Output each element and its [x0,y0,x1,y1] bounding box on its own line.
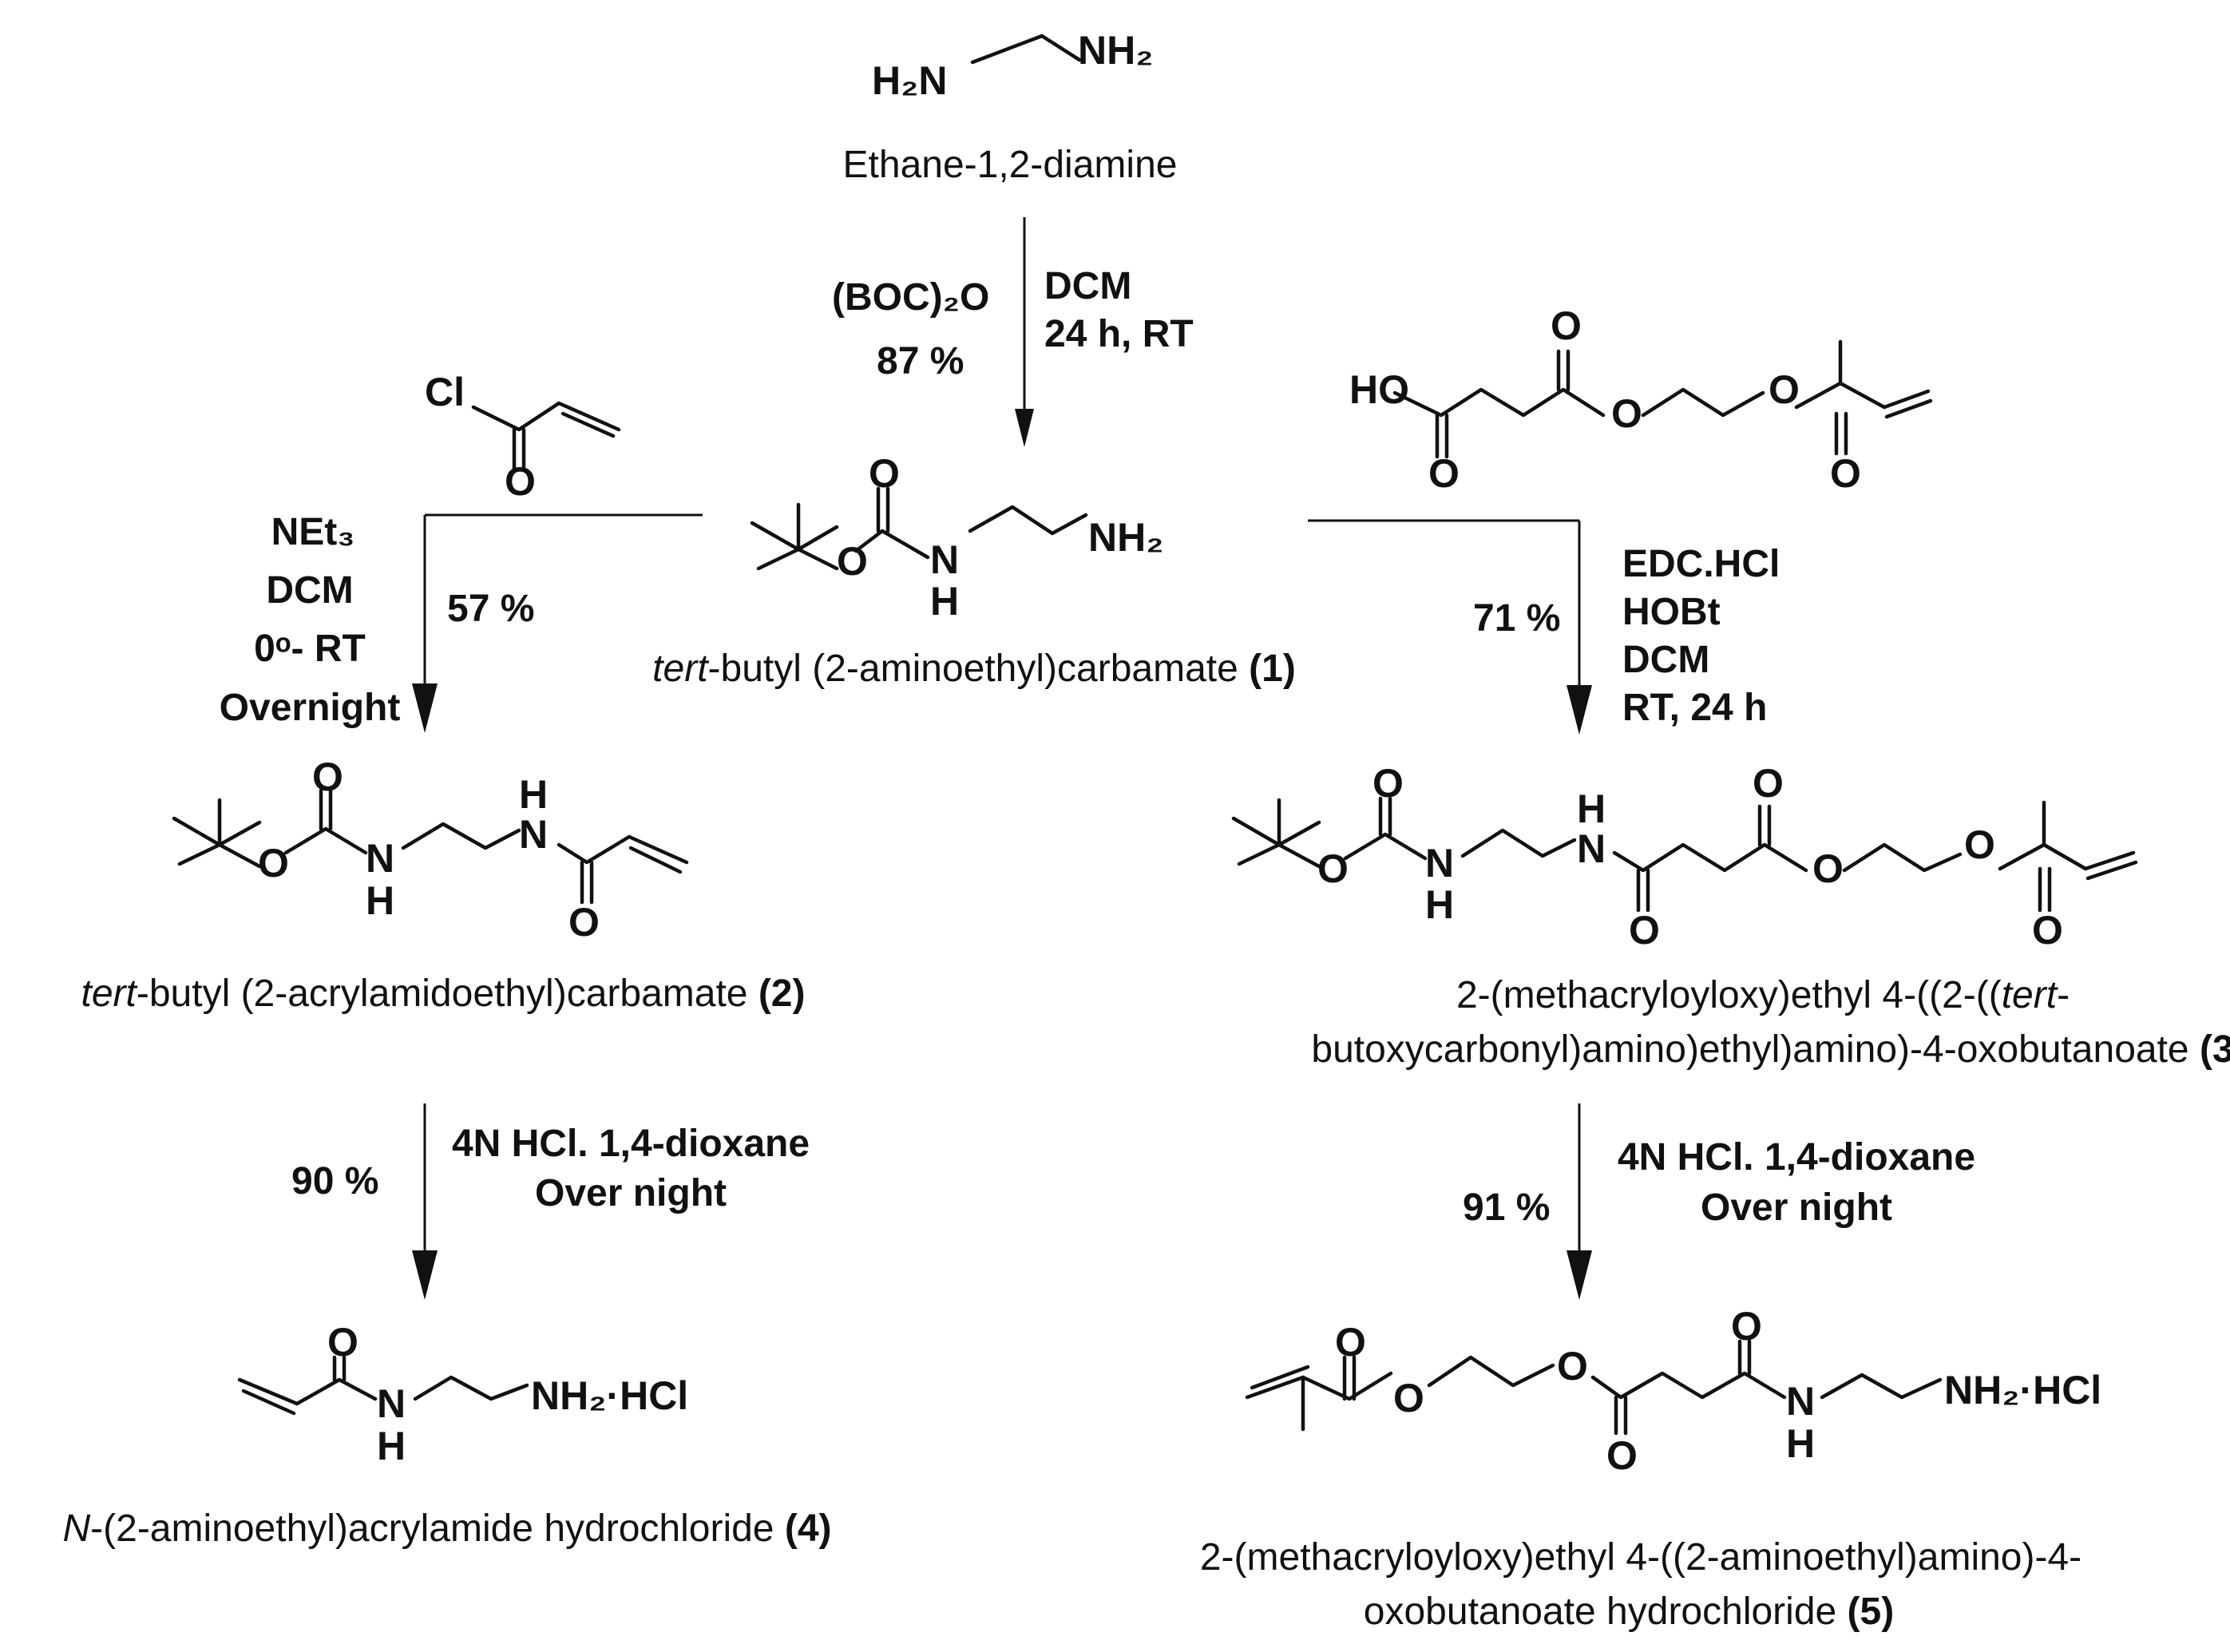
c3-name-line1: 2-(methacryloyloxy)ethyl 4-((2-((tert- [1456,974,2070,1016]
c5-o5: O [1731,1304,1762,1349]
c3-o7: O [2032,908,2063,953]
c2-o-carbonyl: O [312,755,343,799]
step2-base: NEt₃ [271,511,355,553]
c1-n-h: H [930,579,959,624]
conditions-step2: NEt₃ DCM 0ᵒ- RT Overnight 57 % [220,511,535,729]
compound-1: O O N H NH₂ tert-butyl (2-aminoethyl)car… [652,451,1296,690]
step3-reagent1: EDC.HCl [1622,543,1780,585]
c2-o-amide: O [568,900,600,945]
acryloyl-cl: Cl [425,370,465,414]
compound-2: O O N H H N O tert-butyl (2-acrylamidoet… [81,755,806,1015]
c2-n1-h: H [366,878,394,923]
atom-nh2: NH₂ [1078,28,1153,73]
c5-salt: NH₂·HCl [1944,1368,2101,1412]
acid-o-ester1: O [1611,391,1642,436]
c5-n: N [1786,1379,1815,1424]
c5-name-line1: 2-(methacryloyloxy)ethyl 4-((2-aminoethy… [1200,1536,2081,1579]
conditions-step5: 91 % 4N HCl. 1,4-dioxane Over night [1463,1136,1975,1229]
acid-o-carbonyl2: O [1830,451,1861,496]
c4-n-h: H [377,1424,406,1468]
c1-name: tert-butyl (2-aminoethyl)carbamate (1) [652,648,1296,690]
step4-yield: 90 % [291,1160,378,1202]
c1-o-ester: O [837,539,868,584]
step2-yield: 57 % [447,588,534,630]
step1-time: 24 h, RT [1044,313,1194,355]
conditions-step1: (BOC)₂O 87 % DCM 24 h, RT [832,265,1194,382]
c3-o2: O [1317,846,1349,891]
c5-n-h: H [1786,1421,1815,1466]
c3-name-line2: butoxycarbonyl)amino)ethyl)amino)-4-oxob… [1311,1028,2230,1071]
c3-o5: O [1812,846,1844,891]
c1-nh2: NH₂ [1088,515,1163,560]
c3-n1: N [1425,841,1454,885]
c3-n2: N [1577,826,1606,871]
compound-ethane-diamine: H₂N NH₂ Ethane-1,2-diamine [843,28,1178,186]
c1-n: N [930,537,959,582]
c3-o3: O [1629,908,1660,953]
compound-3: O O N H H N O O O O O 2-(methacryloyloxy… [1231,761,2230,1071]
acryloyl-o: O [505,459,536,504]
step2-solvent: DCM [266,569,353,612]
c5-name-line2: oxobutanoate hydrochloride (5) [1364,1591,1894,1633]
arrow-step2 [412,513,703,733]
c2-name: tert-butyl (2-acrylamidoethyl)carbamate … [81,973,806,1015]
c3-n2-h: H [1577,786,1606,831]
c4-o: O [327,1320,358,1365]
c3-o4: O [1753,761,1784,806]
step3-solvent: DCM [1622,639,1709,681]
compound-acryloyl-chloride: Cl O [425,370,621,504]
arrow-step4 [412,1103,438,1300]
c3-n1-h: H [1425,882,1454,927]
step3-reagent2: HOBt [1622,591,1721,633]
step4-time: Over night [535,1172,727,1214]
step1-reagent: (BOC)₂O [832,276,989,319]
step2-time: Overnight [220,687,401,729]
c5-o3: O [1557,1344,1588,1389]
atom-h2n: H₂N [872,58,947,103]
c3-o6: O [1964,822,1995,867]
compound-acid-reagent: HO O O O O O [1349,303,1933,496]
acid-o-carbonyl1: O [1551,303,1582,348]
step2-temp: 0ᵒ- RT [254,628,366,670]
c2-n2-h: H [519,772,548,817]
conditions-step4: 90 % 4N HCl. 1,4-dioxane Over night [291,1123,810,1214]
step1-solvent: DCM [1044,265,1131,307]
arrow-step1 [1015,217,1034,447]
c4-n: N [377,1381,406,1426]
acid-o-ester2: O [1769,367,1800,412]
arrow-step5 [1567,1103,1592,1300]
step5-yield: 91 % [1463,1187,1550,1229]
c1-o-carbonyl: O [869,451,900,496]
c4-salt: NH₂·HCl [531,1373,688,1418]
c5-o4: O [1606,1433,1638,1478]
step5-time: Over night [1701,1187,1892,1229]
acid-ho: HO [1349,367,1409,412]
c4-name: N-(2-aminoethyl)acrylamide hydrochloride… [62,1507,831,1550]
step3-time: RT, 24 h [1622,687,1767,729]
c2-n2: N [519,812,548,857]
step3-yield: 71 % [1473,597,1560,640]
compound-5: O O O O O N H NH₂·HCl 2-(methacryloyloxy… [1200,1304,2101,1633]
compound-4: O N H NH₂·HCl N-(2-aminoethyl)acrylamide… [62,1320,831,1550]
step5-reagent: 4N HCl. 1,4-dioxane [1618,1136,1975,1179]
step4-reagent: 4N HCl. 1,4-dioxane [452,1123,810,1165]
c2-o-ester: O [258,841,289,885]
c5-o2: O [1393,1376,1424,1420]
arrow-step3 [1308,519,1592,735]
diamine-name: Ethane-1,2-diamine [843,144,1178,186]
acid-o-acid: O [1428,451,1460,496]
c3-o1: O [1372,761,1404,806]
step1-yield: 87 % [877,340,964,382]
conditions-step3: EDC.HCl HOBt DCM RT, 24 h 71 % [1473,543,1780,729]
c2-n1: N [366,836,394,881]
c5-o1: O [1335,1320,1366,1365]
